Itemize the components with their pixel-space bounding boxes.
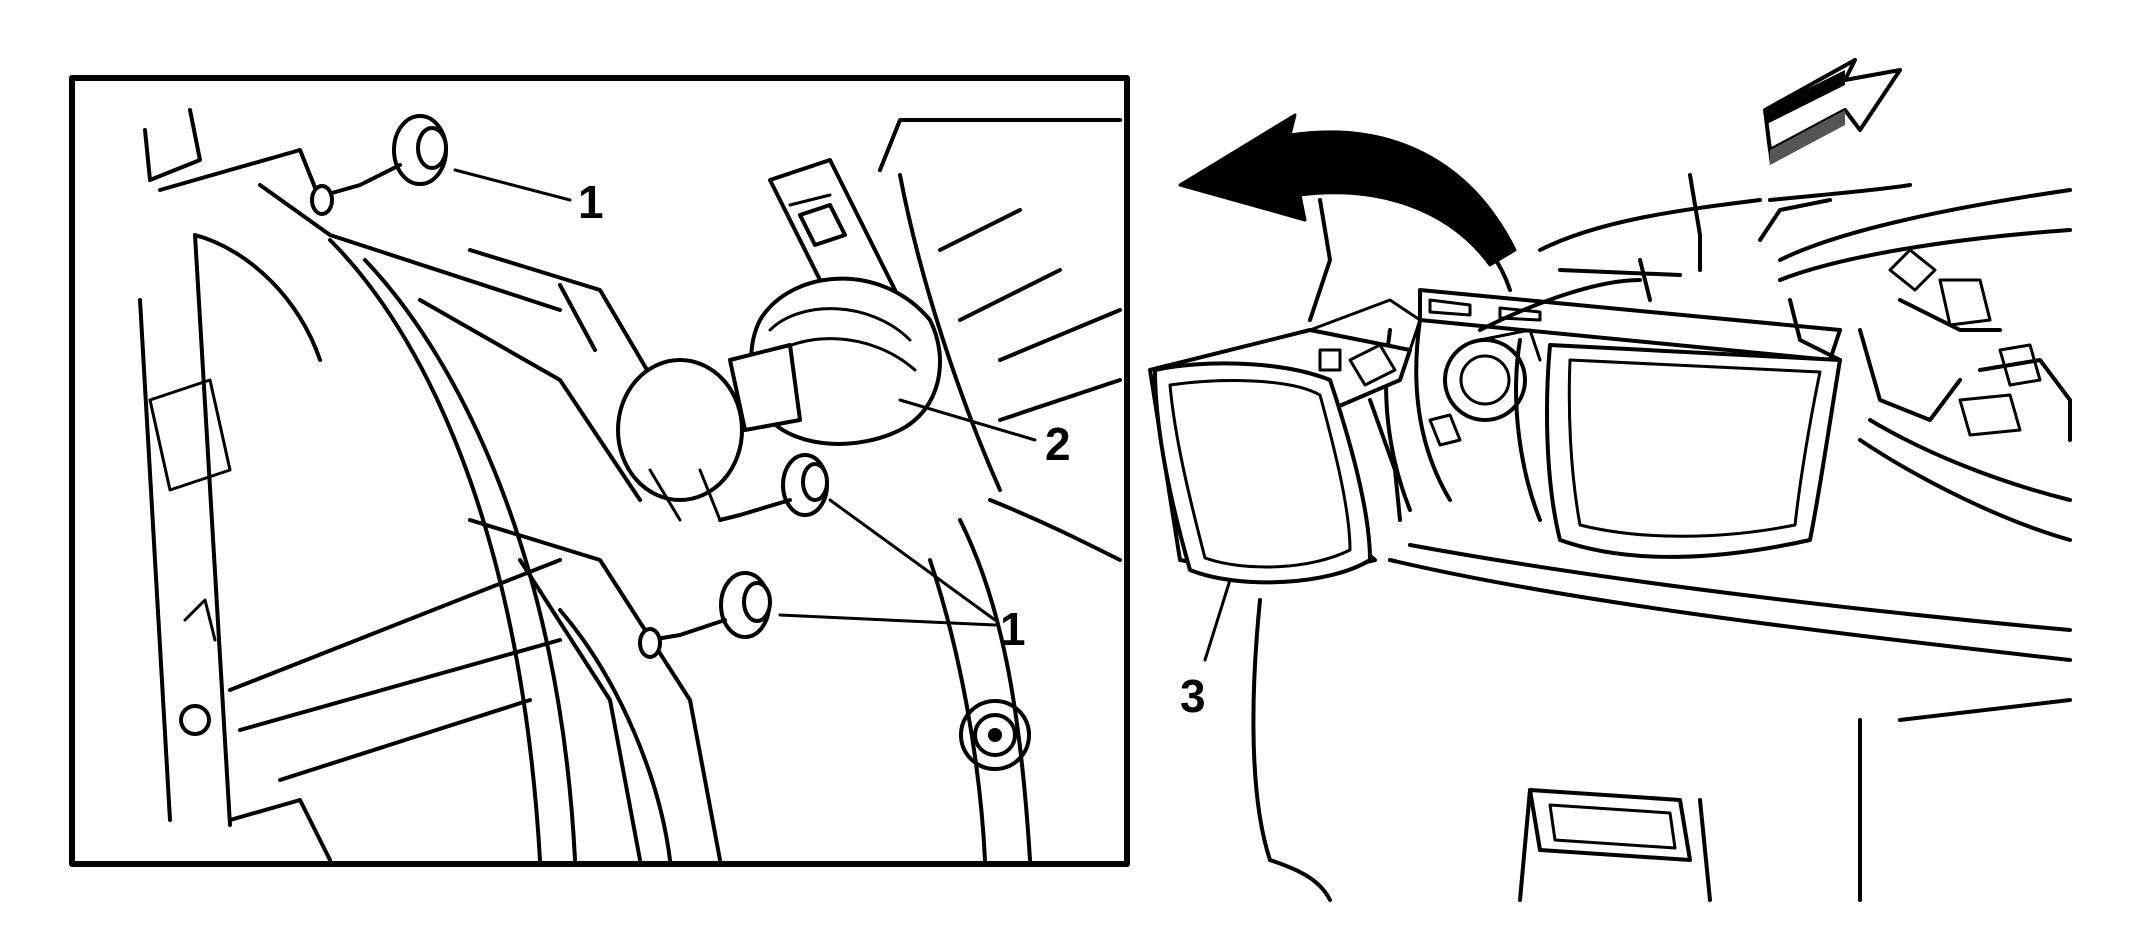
inset-body-panel-lines [138,108,577,862]
removed-lamp-assembly [1148,298,1422,585]
callout-2: 2 [1045,418,1071,470]
vehicle-lamp-lens [1545,343,1842,559]
lamp-socket-opening [1443,338,1527,422]
fastener-top [310,114,448,216]
callout-leaders-inset [453,168,1037,627]
callout-3-leader [1203,578,1232,662]
fastener-middle [718,453,829,522]
inset-frame [69,75,1130,867]
callout-1-bottom: 1 [1000,603,1026,655]
callout-3: 3 [1180,670,1206,722]
bulb-socket-connector [616,158,942,522]
hood-and-bay [1308,173,2072,542]
vehicle-view: 3 [1148,58,2072,902]
lamp-cavity [1384,288,1842,522]
inset-fender-lines [878,118,1122,862]
curved-arrow-left-icon [1178,113,1517,267]
block-arrow-up-right-icon [1763,58,1902,165]
headlamp-housing-arm [418,248,722,862]
callout-1-top: 1 [578,176,604,228]
grommet-icon [959,699,1031,771]
fascia-vent-icon [1528,788,1692,862]
fastener-bottom [638,571,772,659]
bulb-glass [616,358,744,502]
front-fascia [1251,543,2072,902]
detail-inset-panel: 1 2 1 [69,75,1130,867]
